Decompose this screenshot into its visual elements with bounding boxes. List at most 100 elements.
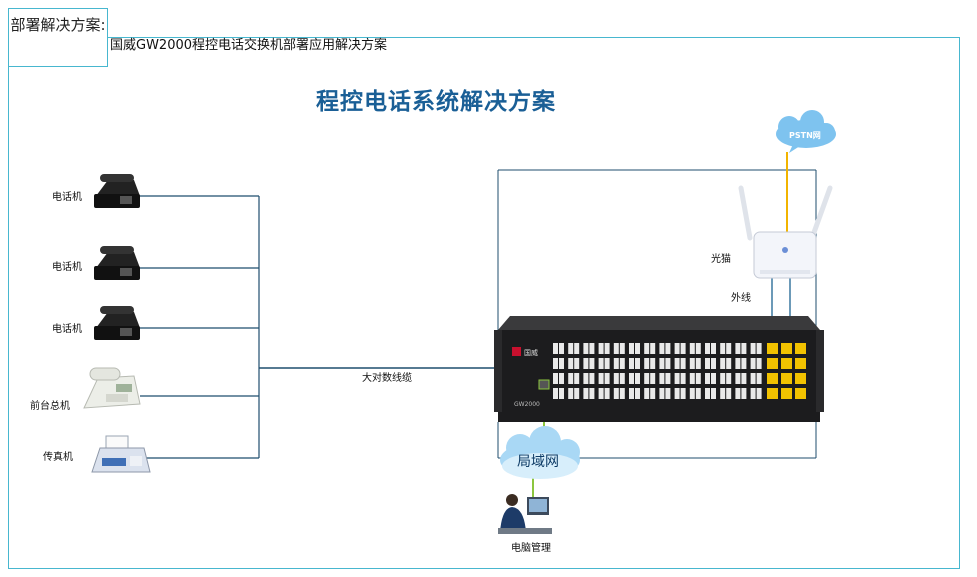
extension-port [559, 358, 564, 369]
extension-port [689, 358, 695, 369]
trunk-port [767, 343, 778, 354]
extension-port [741, 373, 747, 384]
extension-port [659, 373, 665, 384]
extension-port [674, 373, 680, 384]
extension-port [598, 343, 604, 354]
desk-phone-icon [94, 174, 140, 208]
pstn-cloud-icon [776, 110, 836, 153]
extension-port [750, 343, 756, 354]
extension-port [629, 373, 634, 384]
device-label: 电话机 [52, 190, 82, 203]
extension-port [726, 388, 732, 399]
extension-port [756, 343, 762, 354]
device-label: 电话机 [52, 260, 82, 273]
trunk-port [781, 388, 792, 399]
lan-label: 局域网 [517, 454, 559, 470]
extension-port [689, 373, 695, 384]
device-label: 电话机 [52, 322, 82, 335]
extension-port [711, 388, 716, 399]
extension-port [589, 388, 595, 399]
extension-port [553, 373, 558, 384]
pc-management-label: 电脑管理 [511, 541, 551, 554]
extension-port [583, 388, 589, 399]
extension-port [598, 358, 604, 369]
extension-port [629, 358, 634, 369]
extension-port [619, 343, 625, 354]
extension-port [589, 373, 595, 384]
extension-port [574, 388, 580, 399]
extension-port-grid [553, 343, 762, 399]
extension-port [695, 358, 701, 369]
extension-port [583, 343, 589, 354]
extension-port [665, 388, 671, 399]
trunk-port [781, 373, 792, 384]
extension-port [568, 373, 574, 384]
extension-port [559, 343, 564, 354]
extension-port [750, 358, 756, 369]
lan-port [538, 379, 550, 390]
extension-port [635, 343, 640, 354]
trunk-cable-label: 大对数线缆 [362, 371, 412, 384]
extension-port [735, 343, 741, 354]
extension-port [735, 373, 741, 384]
extension-port [650, 373, 656, 384]
extension-port [553, 388, 558, 399]
extension-port [756, 358, 762, 369]
extension-port [735, 388, 741, 399]
extension-port [720, 388, 726, 399]
extension-port [559, 388, 564, 399]
extension-port [559, 373, 564, 384]
optical-modem-label: 光猫 [711, 252, 731, 265]
extension-port [604, 343, 610, 354]
extension-port [674, 388, 680, 399]
extension-port [635, 388, 640, 399]
device-label: 传真机 [43, 450, 73, 463]
trunk-port [767, 373, 778, 384]
extension-port [750, 388, 756, 399]
extension-port [644, 358, 650, 369]
extension-port [720, 343, 726, 354]
pbx-chassis: 国威 GW2000 [494, 316, 824, 422]
extension-port [568, 343, 574, 354]
extension-port [711, 343, 716, 354]
brand-logo-icon [512, 347, 521, 356]
extension-port [659, 358, 665, 369]
desk-phone-icon [94, 306, 140, 340]
extension-port [689, 343, 695, 354]
extension-port [619, 373, 625, 384]
extension-port [604, 388, 610, 399]
optical-modem-icon [738, 185, 833, 279]
extension-port [574, 358, 580, 369]
trunk-port [795, 343, 806, 354]
diagram-title: 程控电话系统解决方案 [316, 89, 556, 115]
extension-port [659, 388, 665, 399]
extension-port [635, 373, 640, 384]
trunk-port [781, 343, 792, 354]
extension-port [574, 373, 580, 384]
extension-port [726, 358, 732, 369]
extension-port [750, 373, 756, 384]
extension-port [689, 388, 695, 399]
extension-port [644, 373, 650, 384]
extension-port [583, 358, 589, 369]
extension-port [619, 358, 625, 369]
extension-port [680, 358, 686, 369]
diagram-frame [8, 37, 960, 569]
extension-port [568, 388, 574, 399]
extension-port [720, 358, 726, 369]
extension-port [705, 373, 710, 384]
extension-port [613, 358, 619, 369]
extension-port [598, 388, 604, 399]
trunk-port [795, 373, 806, 384]
extension-port [665, 358, 671, 369]
extension-port [705, 358, 710, 369]
extension-port [650, 388, 656, 399]
outside-line-label: 外线 [731, 291, 751, 304]
trunk-port [767, 388, 778, 399]
extension-port [589, 343, 595, 354]
extension-port [741, 388, 747, 399]
extension-port [680, 373, 686, 384]
extension-port [629, 343, 634, 354]
extension-port [705, 343, 710, 354]
extension-port [613, 373, 619, 384]
